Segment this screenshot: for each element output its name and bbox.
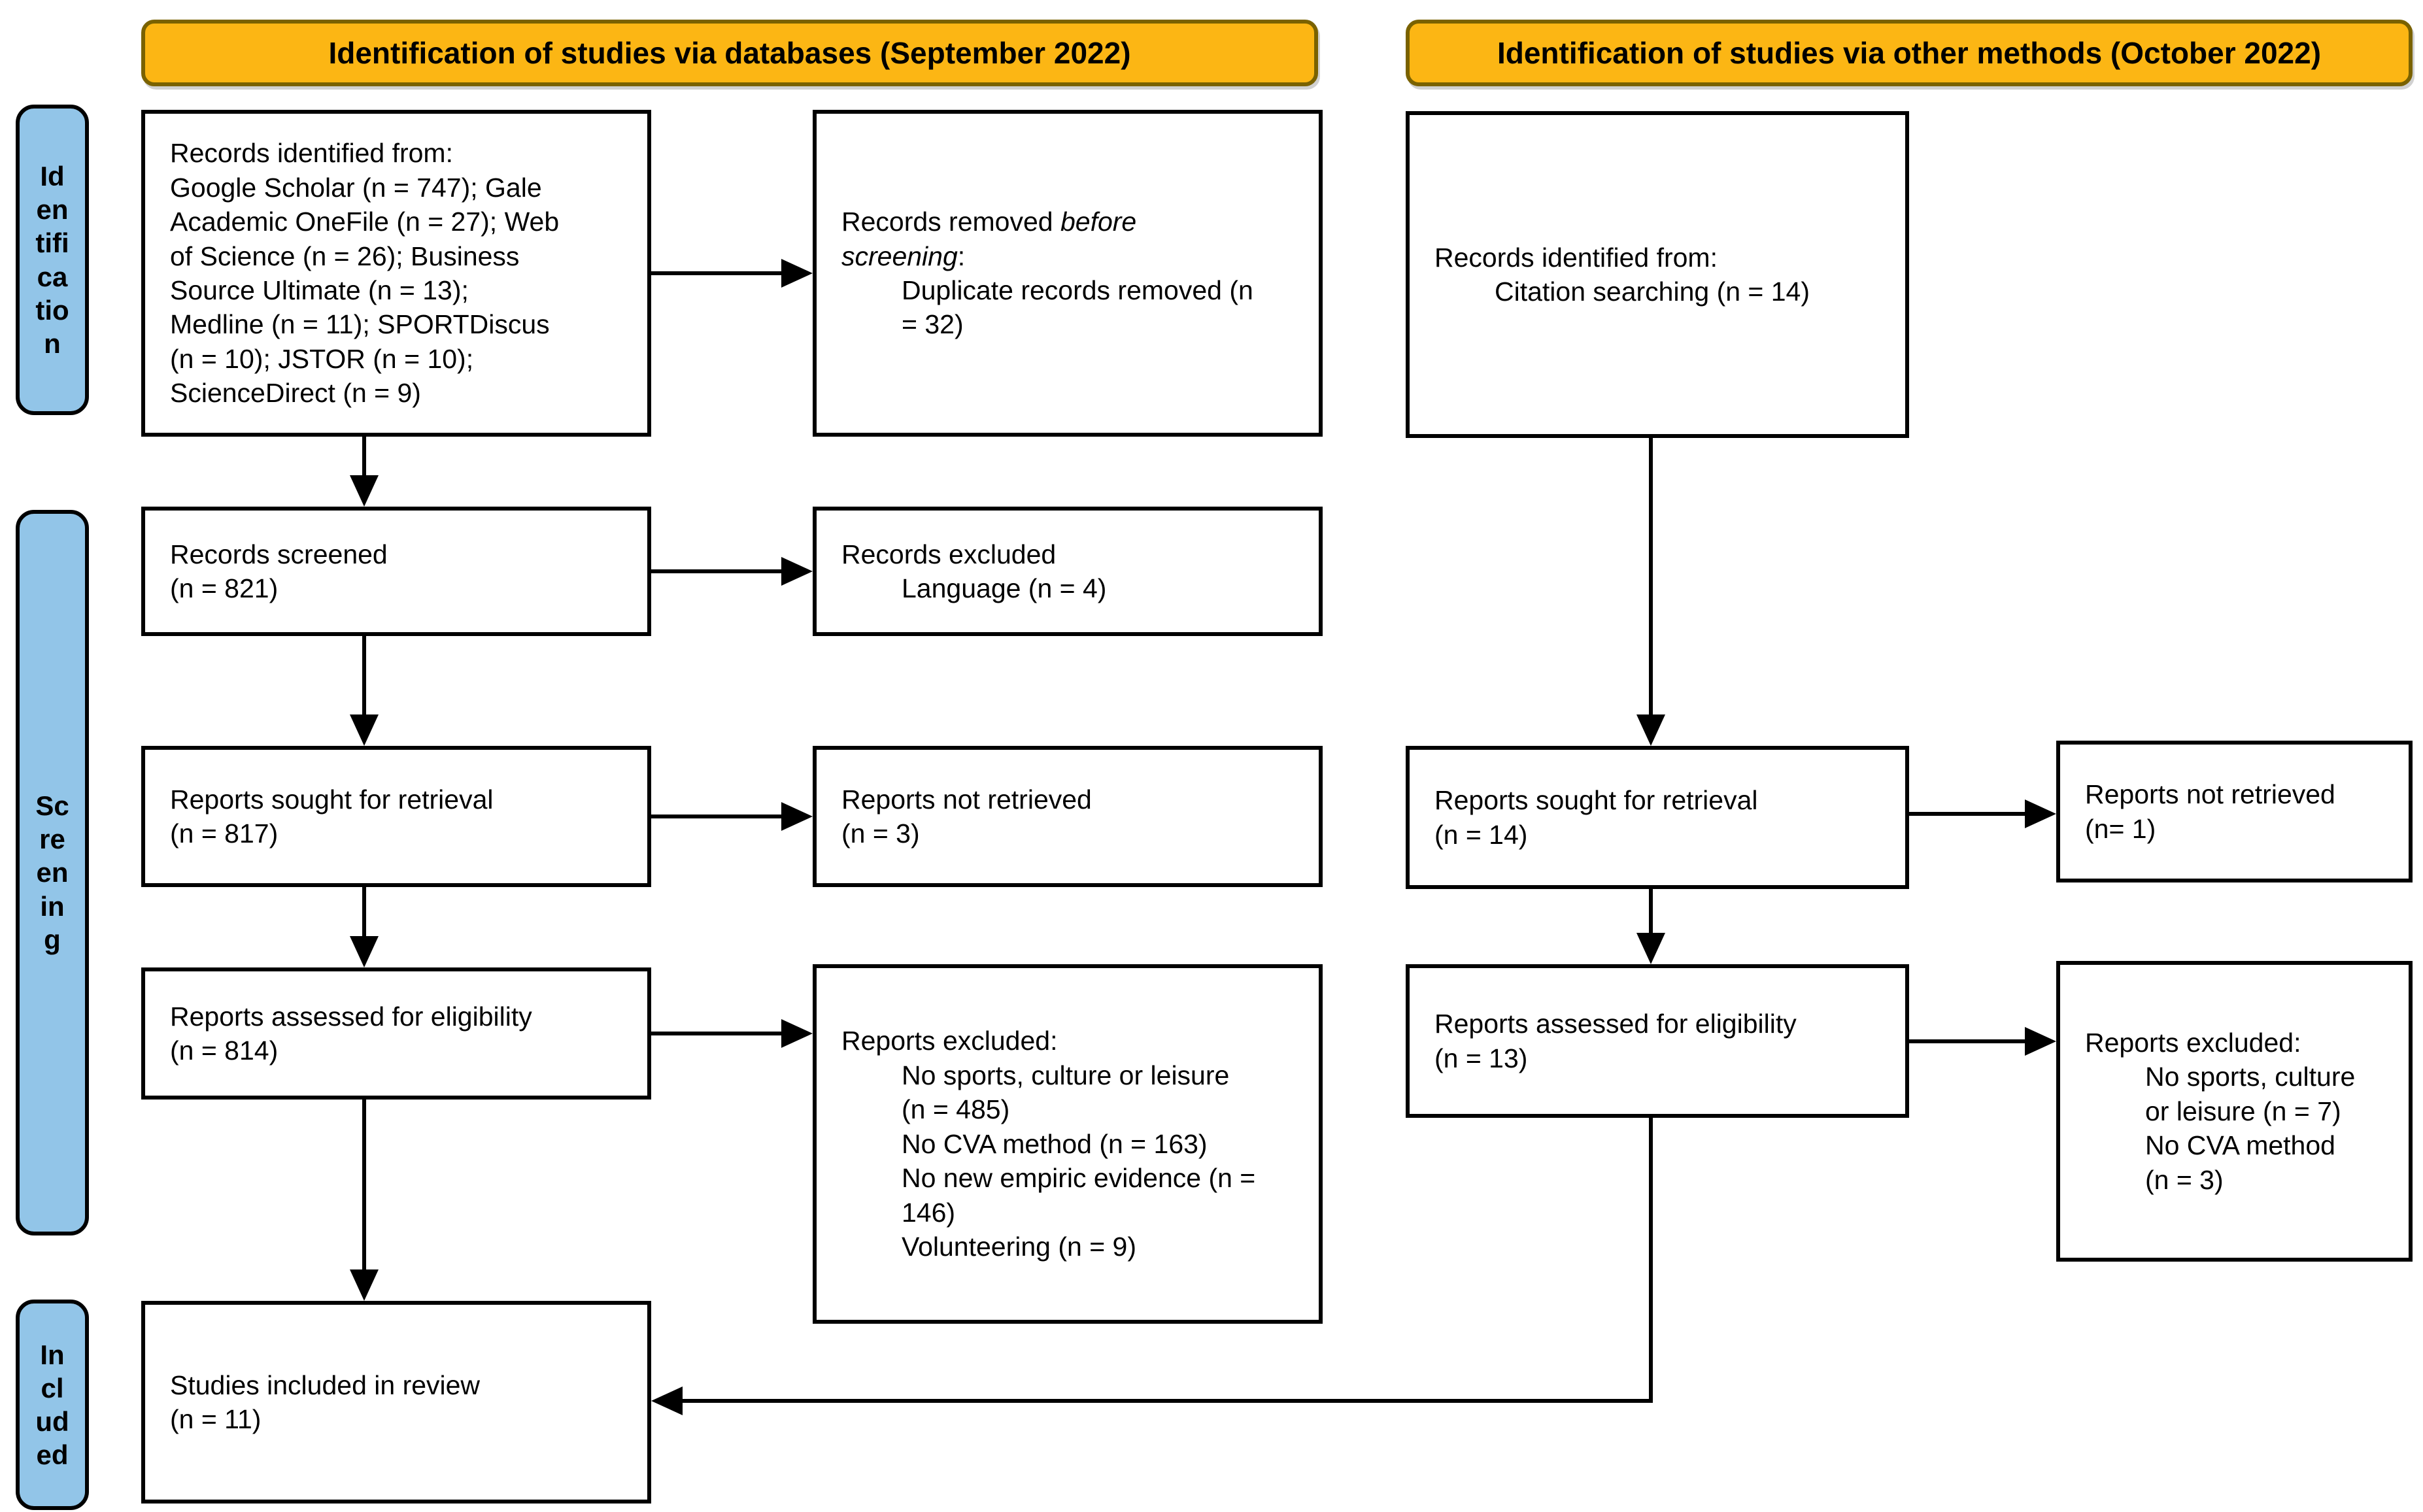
- arrow-citation-to-sought-head: [1636, 714, 1665, 746]
- connector-assessed13-to-included-head: [651, 1386, 683, 1415]
- arrow-sought-to-notretrieved-line: [651, 815, 781, 818]
- arrow-screened-to-sought-line: [362, 636, 366, 716]
- arrow-sought-to-assessed-head: [350, 936, 379, 967]
- arrow-assessed-to-excluded-line: [651, 1032, 781, 1035]
- reports-excluded-header: Reports excluded:: [841, 1026, 1058, 1056]
- arrow-sought14-to-assessed-head: [1636, 933, 1665, 964]
- stage-label-screening: Sc re en in g: [16, 510, 89, 1235]
- records-excluded-header: Records excluded: [841, 539, 1057, 569]
- citation-header: Records identified from:: [1434, 242, 1718, 273]
- arrow-assessed-to-included-head: [350, 1269, 379, 1301]
- stage-label-identification: Id en tifi ca tio n: [16, 105, 89, 415]
- arrow-assessed-to-included-line: [362, 1100, 366, 1271]
- box-reports-excluded-databases: Reports excluded: No sports, culture or …: [813, 964, 1323, 1324]
- reports-excluded-item: Volunteering (n = 9): [902, 1232, 1136, 1262]
- reports-excluded-item: No new empiric evidence (n = 146): [902, 1163, 1256, 1228]
- citation-item: Citation searching (n = 14): [1495, 277, 1810, 307]
- box-records-screened: Records screened (n = 821): [141, 507, 651, 636]
- banner-identification-other-methods: Identification of studies via other meth…: [1406, 20, 2413, 86]
- box-records-identified-other: Records identified from: Citation search…: [1406, 111, 1909, 438]
- records-excluded-item: Language (n = 4): [902, 573, 1107, 603]
- arrow-identified-to-removed-line: [651, 271, 781, 275]
- connector-assessed13-down-line: [1649, 1118, 1653, 1403]
- arrow-identified-to-removed-head: [781, 259, 813, 288]
- box-reports-excluded-other: Reports excluded: No sports, culture or …: [2056, 961, 2413, 1262]
- records-removed-item: Duplicate records removed (n = 32): [902, 275, 1253, 340]
- records-removed-text-italic: before screening: [841, 207, 1137, 271]
- banner-identification-databases: Identification of studies via databases …: [141, 20, 1318, 86]
- box-records-excluded: Records excluded Language (n = 4): [813, 507, 1323, 636]
- reports-excluded-item: No sports, culture or leisure (n = 485): [902, 1060, 1230, 1125]
- arrow-assessed-to-excluded-head: [781, 1019, 813, 1048]
- arrow-screened-to-sought-head: [350, 714, 379, 746]
- arrow-identified-to-screened-line: [362, 437, 366, 477]
- reports-excluded-other-item: No sports, culture or leisure (n = 7): [2145, 1062, 2356, 1126]
- arrow-sought-to-assessed-line: [362, 887, 366, 937]
- arrow-sought14-to-notretrieved-line: [1909, 812, 2025, 816]
- box-records-identified-databases: Records identified from: Google Scholar …: [141, 110, 651, 437]
- box-reports-assessed-other: Reports assessed for eligibility (n = 13…: [1406, 964, 1909, 1118]
- reports-excluded-other-header: Reports excluded:: [2085, 1027, 2301, 1058]
- records-removed-text-colon: :: [957, 241, 966, 271]
- box-studies-included: Studies included in review (n = 11): [141, 1301, 651, 1504]
- arrow-screened-to-excluded-head: [781, 557, 813, 586]
- records-removed-text-normal: Records removed: [841, 207, 1060, 237]
- arrow-sought-to-notretrieved-head: [781, 802, 813, 831]
- box-reports-sought-databases: Reports sought for retrieval (n = 817): [141, 746, 651, 887]
- arrow-assessed13-to-excluded-head: [2025, 1027, 2056, 1056]
- arrow-citation-to-sought-line: [1649, 438, 1653, 716]
- reports-excluded-other-item: No CVA method (n = 3): [2145, 1130, 2335, 1195]
- reports-excluded-item: No CVA method (n = 163): [902, 1128, 1208, 1159]
- box-reports-sought-other: Reports sought for retrieval (n = 14): [1406, 746, 1909, 889]
- box-reports-not-retrieved-databases: Reports not retrieved (n = 3): [813, 746, 1323, 887]
- box-records-removed-before-screening: Records removed before screening: Duplic…: [813, 110, 1323, 437]
- arrow-assessed13-to-excluded-line: [1909, 1039, 2025, 1043]
- box-reports-assessed-databases: Reports assessed for eligibility (n = 81…: [141, 967, 651, 1100]
- arrow-sought14-to-assessed-line: [1649, 889, 1653, 934]
- box-reports-not-retrieved-other: Reports not retrieved (n= 1): [2056, 741, 2413, 882]
- arrow-identified-to-screened-head: [350, 475, 379, 507]
- arrow-screened-to-excluded-line: [651, 569, 781, 573]
- connector-assessed13-left-line: [683, 1399, 1653, 1403]
- stage-label-included: In cl ud ed: [16, 1300, 89, 1510]
- records-removed-line: Records removed before screening:: [841, 205, 1300, 273]
- arrow-sought14-to-notretrieved-head: [2025, 799, 2056, 828]
